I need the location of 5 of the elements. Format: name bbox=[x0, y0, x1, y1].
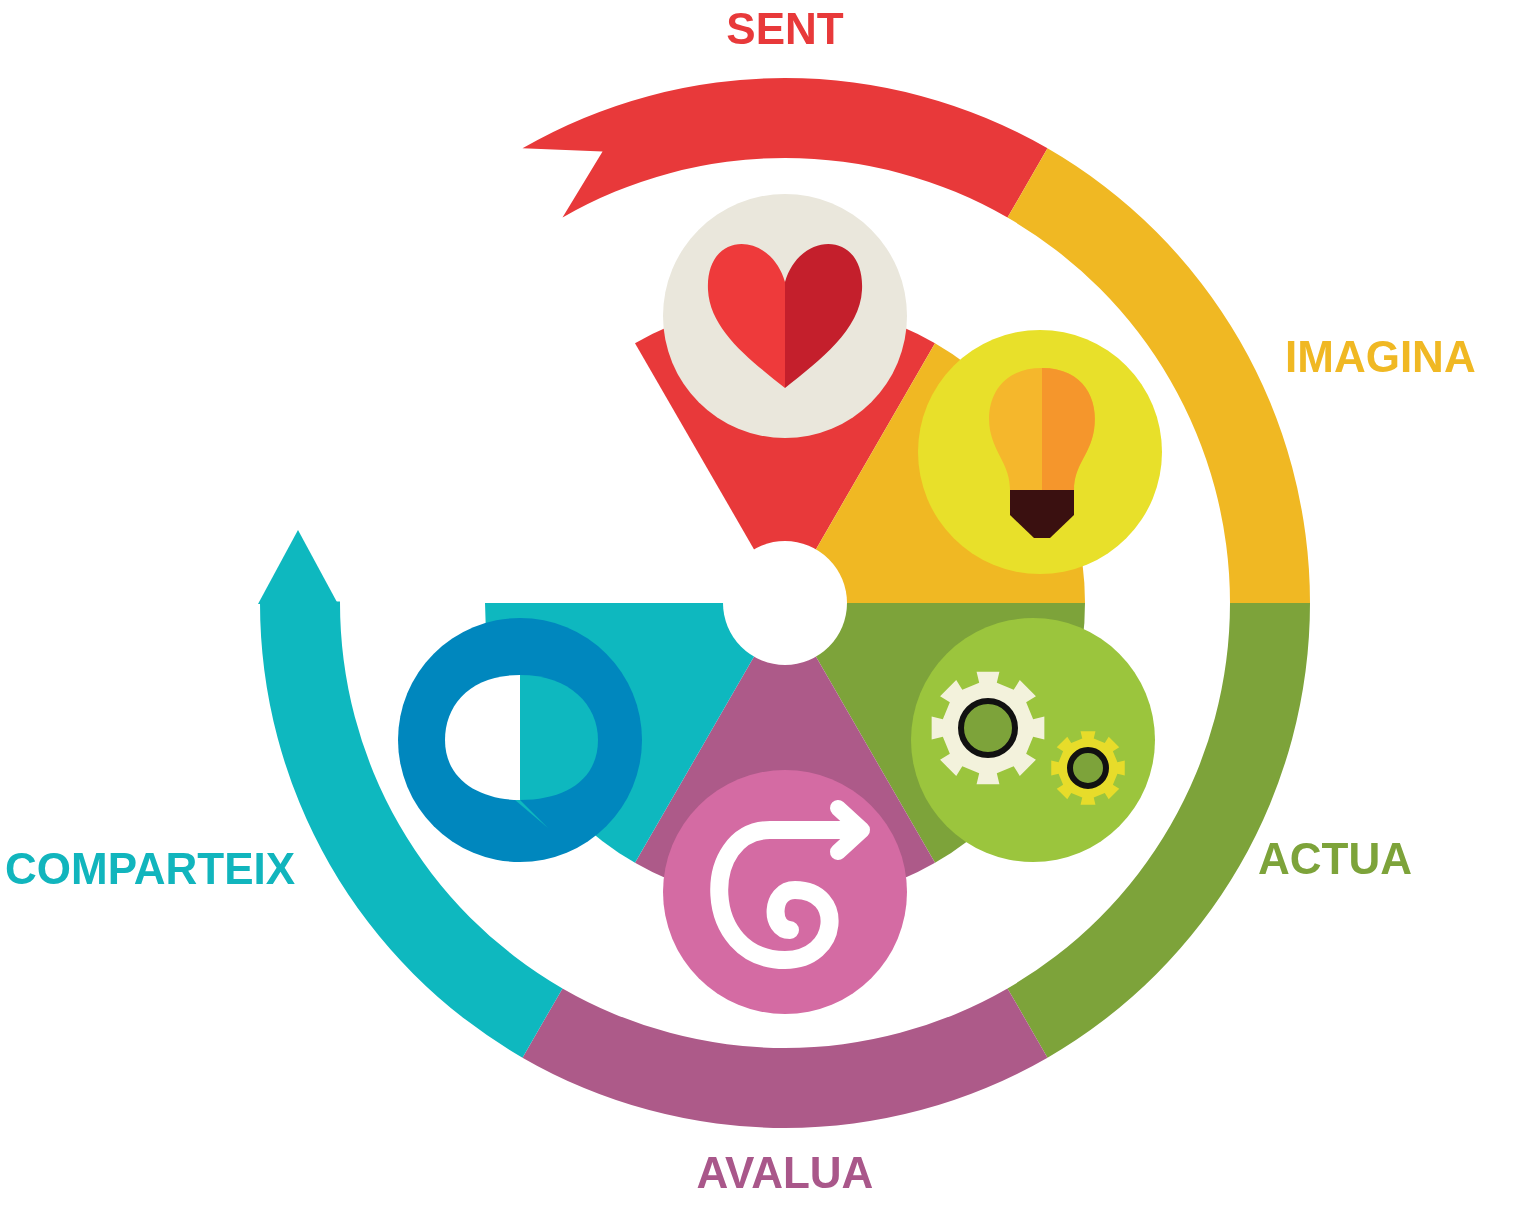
stage-label: COMPARTEIX bbox=[5, 847, 296, 891]
stage-label: SENT bbox=[726, 7, 844, 51]
stage-label: AVALUA bbox=[696, 1151, 874, 1195]
stage-label: ACTUA bbox=[1258, 837, 1412, 881]
stage-label: IMAGINA bbox=[1285, 335, 1476, 379]
